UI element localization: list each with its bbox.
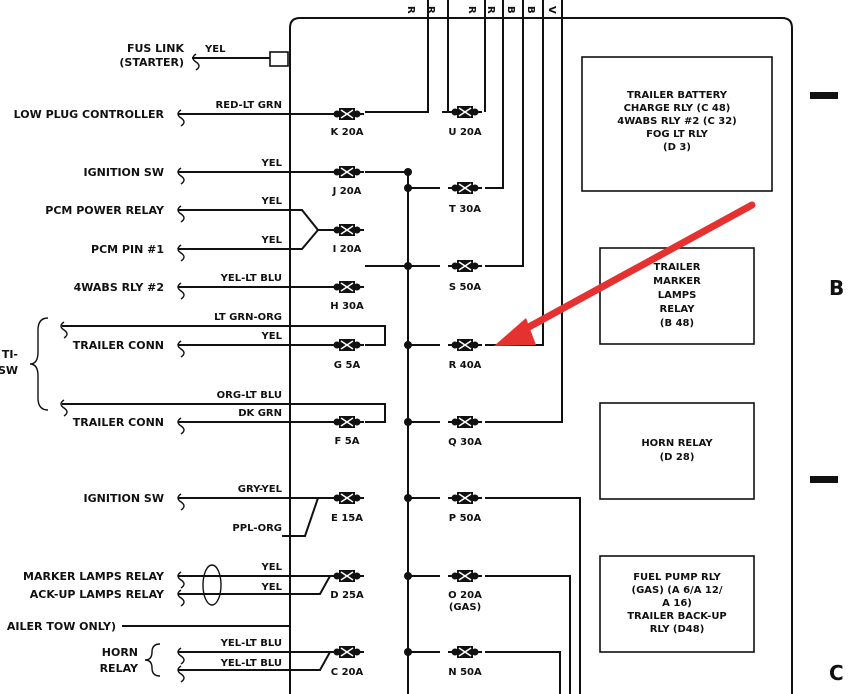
fuse-label-i: I 20A xyxy=(333,244,362,255)
top-wire-letter: R xyxy=(405,6,416,14)
label-glow-plug: LOW PLUG CONTROLLER xyxy=(14,108,165,121)
red-arrow-annotation xyxy=(494,201,756,346)
fuse-label-g: G 5A xyxy=(334,360,361,371)
label-pcm-power-relay: PCM POWER RELAY xyxy=(45,204,165,217)
label-pcm-pin: PCM PIN #1 xyxy=(91,243,164,256)
svg-text:FUEL PUMP RLY: FUEL PUMP RLY xyxy=(633,572,721,583)
wire-color-h: YEL-LT BLU xyxy=(220,273,282,284)
left-fuse-labels: K 20A J 20A I 20A H 30A G 5A F 5A E 15A … xyxy=(330,127,364,678)
fuse-label-k: K 20A xyxy=(331,127,364,138)
side-letter-c: C xyxy=(829,661,844,685)
right-fuse-column xyxy=(447,105,483,659)
top-wire-letter: R xyxy=(425,6,436,14)
wire-color-labels: YEL RED-LT GRN YEL YEL YEL YEL-LT BLU LT… xyxy=(204,44,283,669)
label-trailer-conn-2: TRAILER CONN xyxy=(73,416,164,429)
fuse-label-n: N 50A xyxy=(448,667,482,678)
label-trailer-tow-only: AILER TOW ONLY) xyxy=(7,620,116,633)
svg-text:4WABS RLY #2 (C 32): 4WABS RLY #2 (C 32) xyxy=(617,116,737,127)
top-wire-letters: R R R R B B V xyxy=(405,6,557,14)
wire-color-g-top: LT GRN-ORG xyxy=(214,312,282,323)
relay-trailer-battery: TRAILER BATTERY CHARGE RLY (C 48) 4WABS … xyxy=(581,56,773,192)
circuit-labels: FUS LINK (STARTER) LOW PLUG CONTROLLER I… xyxy=(0,42,184,675)
svg-text:(GAS) (A 6/A 12/: (GAS) (A 6/A 12/ xyxy=(632,585,723,596)
fus-link-connector xyxy=(192,51,289,67)
top-wire-letter: B xyxy=(525,6,536,14)
wire-color-fus-link: YEL xyxy=(204,44,226,55)
fuse-label-r: R 40A xyxy=(449,360,482,371)
svg-text:(B 48): (B 48) xyxy=(660,318,694,329)
top-wire-letter: R xyxy=(485,6,496,14)
label-marker-lamps-relay: MARKER LAMPS RELAY xyxy=(23,570,165,583)
wire-end-marks xyxy=(60,53,200,683)
label-fus-link: FUS LINK xyxy=(127,42,185,55)
svg-text:LAMPS: LAMPS xyxy=(658,290,697,301)
relay-trailer-marker: TRAILER MARKER LAMPS RELAY (B 48) xyxy=(599,247,755,345)
label-starter: (STARTER) xyxy=(119,56,184,69)
wire-color-e-bottom: PPL-ORG xyxy=(232,523,282,534)
fuse-block-outline xyxy=(289,17,793,694)
wire-color-j: YEL xyxy=(261,158,283,169)
fuse-label-s: S 50A xyxy=(449,282,482,293)
fuse-label-u: U 20A xyxy=(448,127,482,138)
label-anti-sw-1: TI- xyxy=(2,348,18,361)
svg-text:FOG LT RLY: FOG LT RLY xyxy=(646,129,709,140)
fuse-label-q: Q 30A xyxy=(448,437,482,448)
bus-bar xyxy=(365,168,440,694)
fuse-label-d: D 25A xyxy=(330,590,364,601)
fuse-label-e: E 15A xyxy=(331,513,363,524)
svg-text:(D 3): (D 3) xyxy=(663,142,691,153)
svg-text:TRAILER BATTERY: TRAILER BATTERY xyxy=(627,90,728,101)
svg-text:TRAILER BACK-UP: TRAILER BACK-UP xyxy=(627,611,727,622)
relay-horn: HORN RELAY (D 28) xyxy=(599,402,755,500)
fuse-label-p: P 50A xyxy=(449,513,482,524)
wire-color-g: YEL xyxy=(261,331,283,342)
fuse-label-t: T 30A xyxy=(449,204,481,215)
svg-text:CHARGE RLY (C 48): CHARGE RLY (C 48) xyxy=(624,103,731,114)
svg-text:RELAY: RELAY xyxy=(660,304,696,315)
svg-text:(D 28): (D 28) xyxy=(660,452,695,463)
wire-color-c-top: YEL-LT BLU xyxy=(220,638,282,649)
top-wire-letter: R xyxy=(466,6,477,14)
relay-fuel-pump: FUEL PUMP RLY (GAS) (A 6/A 12/ A 16) TRA… xyxy=(599,555,755,653)
fuse-label-f: F 5A xyxy=(334,436,359,447)
fuse-label-j: J 20A xyxy=(332,186,362,197)
svg-text:A 16): A 16) xyxy=(662,598,692,609)
right-fuse-labels: U 20A T 30A S 50A R 40A Q 30A P 50A O 20… xyxy=(448,127,482,678)
label-anti-sw-2: SW xyxy=(0,364,18,377)
side-letter-b: B xyxy=(829,276,844,300)
label-trailer-conn-1: TRAILER CONN xyxy=(73,339,164,352)
wire-color-e-top: GRY-YEL xyxy=(238,484,283,495)
wire-color-f: DK GRN xyxy=(238,408,282,419)
wire-color-d: YEL xyxy=(261,582,283,593)
label-relay: RELAY xyxy=(100,662,139,675)
label-4wabs-rly: 4WABS RLY #2 xyxy=(74,281,164,294)
label-ignition-sw-1: IGNITION SW xyxy=(84,166,164,179)
wire-color-f-top: ORG-LT BLU xyxy=(217,390,282,401)
svg-text:MARKER: MARKER xyxy=(653,276,701,287)
label-ignition-sw-2: IGNITION SW xyxy=(84,492,164,505)
svg-text:TRAILER: TRAILER xyxy=(654,262,701,273)
top-wire-letter: B xyxy=(505,6,516,14)
wire-color-d-top: YEL xyxy=(261,562,283,573)
wire-color-pcm-power: YEL xyxy=(261,196,283,207)
top-wire-letter: V xyxy=(546,6,557,14)
fuse-label-o: O 20A xyxy=(448,590,482,601)
label-horn: HORN xyxy=(102,646,138,659)
svg-text:RLY (D48): RLY (D48) xyxy=(650,624,705,635)
fuse-label-o-note: (GAS) xyxy=(449,602,481,613)
anti-theft-brace xyxy=(29,317,49,411)
fuse-label-c: C 20A xyxy=(331,667,364,678)
fuse-label-h: H 30A xyxy=(330,301,364,312)
wire-color-c: YEL-LT BLU xyxy=(220,658,282,669)
side-markers: B C xyxy=(810,92,844,685)
wire-color-k: RED-LT GRN xyxy=(216,100,282,111)
wire-color-pcm-pin: YEL xyxy=(261,235,283,246)
svg-text:HORN RELAY: HORN RELAY xyxy=(641,438,713,449)
horn-relay-brace xyxy=(144,643,161,677)
label-backup-lamps-relay: ACK-UP LAMPS RELAY xyxy=(30,588,165,601)
left-wires xyxy=(62,113,386,671)
top-feed-wires xyxy=(365,0,581,694)
